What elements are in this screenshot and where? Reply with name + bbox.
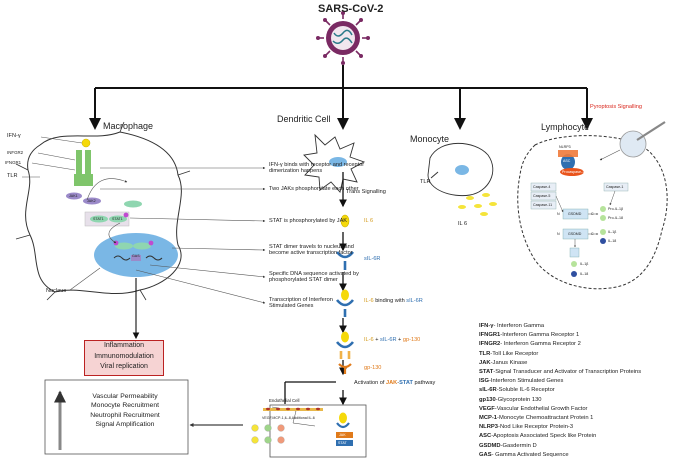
binding-label: IL-6 binding with sIL-6R bbox=[364, 298, 423, 304]
endothelial-arrows bbox=[284, 381, 336, 404]
outcome-3: Viral replication bbox=[100, 363, 148, 370]
legend-item: VEGF-Vascular Endothelial Growth Factor bbox=[479, 405, 588, 412]
il18-out-label: IL-18 bbox=[580, 272, 589, 276]
virus-label: SARS-CoV-2 bbox=[318, 3, 384, 15]
legend-item: TLR-Toll Like Receptor bbox=[479, 350, 539, 357]
gp130-label: gp-130 bbox=[364, 365, 382, 371]
casp5-label: Caspase-5 bbox=[533, 194, 551, 198]
endothelial-label: Endothelial Cell bbox=[269, 398, 300, 403]
nlrp3-label: NLRP3 bbox=[559, 145, 571, 149]
proil1b-label: Pro-IL-1β bbox=[608, 207, 624, 211]
sil6r-icon bbox=[335, 251, 355, 270]
step-6: Transcription of Interferon Stimulated G… bbox=[269, 297, 333, 310]
monocyte-tlr-label: TLR bbox=[420, 179, 431, 185]
pyroptosis-label: Pyroptosis Signalling bbox=[590, 104, 642, 110]
lymphocyte-cell bbox=[517, 121, 668, 290]
n1-label: N bbox=[557, 212, 560, 216]
jak2-label: JAK2 bbox=[87, 199, 96, 203]
gas-label: GAS bbox=[132, 254, 140, 258]
nucleus-label: Nucleus bbox=[46, 288, 67, 294]
complex-label: IL-6 + sIL-6R + gp-130 bbox=[364, 337, 421, 343]
legend-item: NLRP3-Nod Like Receptor Protein-3 bbox=[479, 424, 574, 431]
asc-label: ASC bbox=[563, 159, 571, 163]
il6-label: IL 6 bbox=[364, 218, 374, 224]
effects-list: Vascular Permeability Monocyte Recruitme… bbox=[70, 392, 180, 429]
endothelial-factors: VEGF,MCP-1,IL-8,Additional IL-6 bbox=[262, 416, 315, 420]
legend-item: gp130-Glycoprotein 130 bbox=[479, 396, 542, 403]
legend-item: sIL-6R-Soluble IL-6 Receptor bbox=[479, 387, 555, 394]
stat1b-label: STAT1 bbox=[112, 217, 123, 221]
step-2: Two JAKs phosphorylate each other bbox=[269, 186, 359, 192]
outcome-box: Inflammation Immunomodulation Viral repl… bbox=[84, 340, 164, 376]
macrophage-cell bbox=[15, 121, 191, 301]
c2-label: C bbox=[591, 232, 594, 236]
legend-item: ASC-Apoptosis Associated Speck like Prot… bbox=[479, 433, 597, 440]
monocyte-label: Monocyte bbox=[410, 134, 450, 144]
proil18-label: Pro-IL-18 bbox=[608, 216, 623, 220]
endothelial-stat: STAT bbox=[338, 441, 347, 445]
macrophage-pointers bbox=[22, 136, 266, 340]
c1-label: C bbox=[591, 212, 594, 216]
legend-item: MCP-1-Monocyte Chemoattractant Protein 1 bbox=[479, 415, 594, 422]
effect-3: Neutrophil Recruitment bbox=[90, 411, 160, 419]
endothelial-layer bbox=[251, 407, 323, 444]
legend-item: JAK-Janus Kinase bbox=[479, 359, 528, 366]
il6-binding-icon bbox=[335, 289, 355, 317]
jak1-label: JAK1 bbox=[69, 194, 78, 198]
gp130-icon bbox=[338, 363, 352, 374]
legend-item: ISG-Interferon Stimulated Genes bbox=[479, 378, 564, 385]
outcome-2: Immunomodulation bbox=[94, 352, 154, 360]
distribution-arrows bbox=[89, 65, 593, 130]
il1b-label: IL-1β bbox=[608, 230, 617, 234]
trans-signalling-label: Trans Signalling bbox=[346, 189, 386, 195]
gsdmd-label: GSDMD bbox=[568, 212, 582, 216]
effect-2: Monocyte Recruitment bbox=[91, 402, 159, 410]
macrophage-label: Macrophage bbox=[103, 121, 154, 131]
monocyte-il6-label: IL 6 bbox=[458, 221, 468, 227]
outcome-1: Inflammation bbox=[103, 342, 145, 349]
legend-item: IFNGR1-Interferon Gamma Receptor 1 bbox=[479, 332, 580, 339]
sil6r-label: sIL-6R bbox=[364, 256, 381, 262]
dendritic-label: Dendritic Cell bbox=[277, 114, 331, 124]
gsdmd2-label: GSDMD bbox=[568, 232, 582, 236]
endothelial-jak: JAK bbox=[339, 433, 346, 437]
ifngr1-label: IFNGR1 bbox=[5, 160, 22, 165]
tlr-label: TLR bbox=[7, 173, 18, 179]
effects-box bbox=[44, 379, 243, 455]
il1b-out-label: IL-1β bbox=[580, 262, 589, 266]
legend-item: STAT-Signal Transducer and Activator of … bbox=[479, 369, 642, 376]
legend-item: GSDMD-Gasdermin D bbox=[479, 442, 537, 449]
monocyte-cell bbox=[427, 143, 497, 216]
ifn-label: IFN-γ bbox=[7, 133, 21, 139]
complex-icon bbox=[335, 331, 355, 359]
casp11-label: Caspase-11 bbox=[533, 203, 553, 207]
n2-label: N bbox=[557, 232, 560, 236]
effect-4: Signal Amplification bbox=[95, 420, 155, 428]
stat1-label: STAT1 bbox=[93, 217, 104, 221]
effect-1: Vascular Permeability bbox=[92, 393, 158, 400]
il6-icon bbox=[340, 214, 350, 228]
activation-label: Activation of JAK-STAT pathway bbox=[354, 380, 436, 386]
legend-item: GAS- Gamma Activated Sequence bbox=[479, 451, 569, 458]
endothelial-cell bbox=[269, 404, 367, 458]
step-4: STAT dimer travels to nucleus and become… bbox=[269, 244, 354, 257]
legend-item: IFNGR2- Interferon Gamma Receptor 2 bbox=[479, 341, 581, 348]
step-3: STAT is phosphorylated by JAK bbox=[269, 218, 348, 224]
virus-icon bbox=[316, 11, 370, 65]
abbreviation-legend: IFN-γ- Interferon Gamma IFNGR1-Interfero… bbox=[479, 322, 641, 460]
infgr2-label: INFGR2 bbox=[7, 150, 24, 155]
legend-item: IFN-γ- Interferon Gamma bbox=[479, 323, 545, 329]
step-5: Specific DNA sequence activated by phosp… bbox=[269, 271, 359, 284]
casp1-label: Caspase-1 bbox=[606, 185, 624, 189]
lymphocyte-label: Lymphocyte bbox=[541, 122, 590, 132]
step-1: IFN-γ binds with receptor and receptor d… bbox=[269, 162, 365, 175]
procasp1-label: Procaspase-1 bbox=[562, 170, 585, 174]
il18-label: IL-18 bbox=[608, 239, 617, 243]
casp4-label: Caspase-4 bbox=[533, 185, 551, 189]
